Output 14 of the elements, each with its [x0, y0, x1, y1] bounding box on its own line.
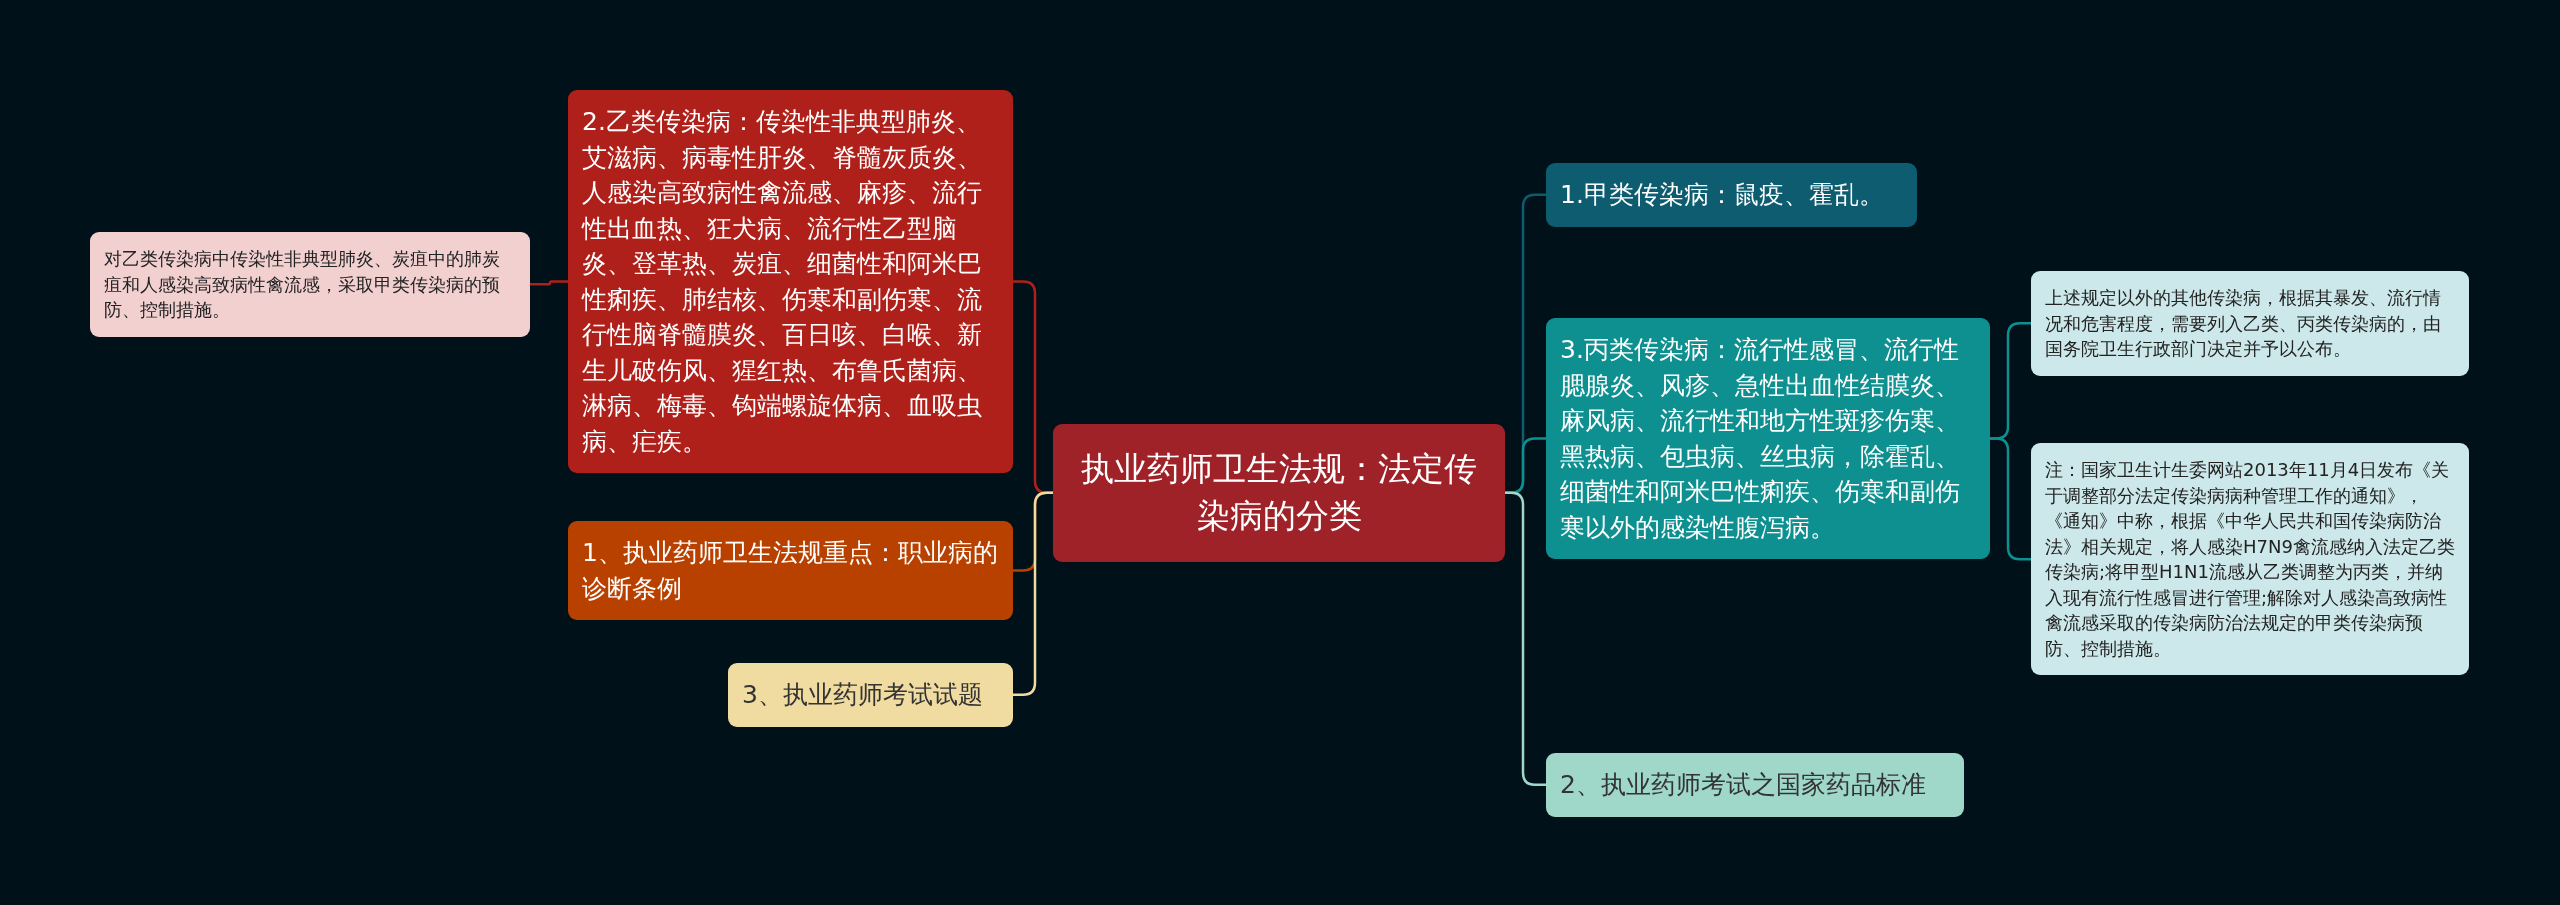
- topic-box: 3、执业药师考试试题: [728, 663, 1013, 727]
- central-topic: 执业药师卫生法规：法定传染病的分类: [1053, 424, 1505, 562]
- topic-box: 2、执业药师考试之国家药品标准: [1546, 753, 1964, 817]
- note-box: 上述规定以外的其他传染病，根据其暴发、流行情况和危害程度，需要列入乙类、丙类传染病的，由国务院卫生行政部门决定并予以公布。: [2031, 271, 2469, 376]
- topic-box: 3.丙类传染病：流行性感冒、流行性腮腺炎、风疹、急性出血性结膜炎、麻风病、流行性和地方性斑疹伤寒、黑热病、包虫病、丝虫病，除霍乱、细菌性和阿米巴性痢疾、伤寒和副伤寒以外的感染性腹泻病。: [1546, 318, 1990, 559]
- topic-box: 1.甲类传染病：鼠疫、霍乱。: [1546, 163, 1917, 227]
- topic-box: 1、执业药师卫生法规重点：职业病的诊断条例: [568, 521, 1013, 620]
- connector-line: [1013, 491, 1053, 696]
- note-box: 注：国家卫生计生委网站2013年11月4日发布《关于调整部分法定传染病病种管理工作的通知》，《通知》中称，根据《中华人民共和国传染病防治法》相关规定，将人感染H7N9禽流感纳入法定乙类传染病;将甲型H1N1流感从乙类调整为丙类，并纳入现有流行性感冒进行管理;解除对人感染高致病性禽流感采取的传染病防治法规定的甲类传染病预防、控制措施。: [2031, 443, 2469, 676]
- connector-line: [530, 280, 568, 286]
- note-box: 对乙类传染病中传染性非典型肺炎、炭疽中的肺炭疽和人感染高致病性禽流感，采取甲类传染病的预防、控制措施。: [90, 232, 530, 337]
- connector-line: [1990, 437, 2031, 561]
- connector-line: [1505, 491, 1546, 786]
- topic-box: 2.乙类传染病：传染性非典型肺炎、艾滋病、病毒性肝炎、脊髓灰质炎、人感染高致病性禽流感、麻疹、流行性出血热、狂犬病、流行性乙型脑炎、登革热、炭疽、细菌性和阿米巴性痢疾、肺结核、伤寒和副伤寒、流行性脑脊髓膜炎、百日咳、白喉、新生儿破伤风、猩红热、布鲁氏菌病、淋病、梅毒、钩端螺旋体病、血吸虫病、疟疾。: [568, 90, 1013, 473]
